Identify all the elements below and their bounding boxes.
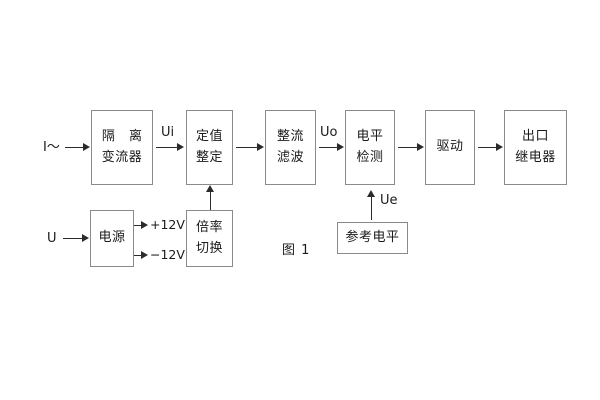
block-setting-adjust: 定值 整定 bbox=[186, 110, 233, 185]
block-ratio-switch-line1: 倍率 bbox=[195, 220, 223, 236]
connector-reference-to-level-detect bbox=[371, 196, 372, 220]
connector-power-supply-minus12v bbox=[134, 255, 146, 256]
figure-caption: 图 1 bbox=[282, 243, 311, 258]
arrowhead-input-to-isolation bbox=[83, 142, 90, 151]
block-reference-level-line1: 参考电平 bbox=[345, 229, 400, 245]
connector-ratio-switch-to-setting bbox=[210, 190, 211, 210]
connector-voltage-to-power-supply bbox=[63, 238, 83, 239]
arrowhead-voltage-to-power-supply bbox=[82, 233, 89, 242]
block-setting-adjust-line1: 定值 bbox=[195, 129, 223, 145]
connector-rectify-to-level-detect bbox=[319, 147, 337, 148]
block-isolation-transformer-line2: 变流器 bbox=[101, 149, 143, 165]
block-level-detect-line2: 检测 bbox=[356, 149, 384, 165]
label-ue: Ue bbox=[380, 193, 398, 208]
block-output-relay: 出口 继电器 bbox=[504, 110, 567, 185]
arrowhead-rectify-to-level-detect bbox=[337, 142, 344, 151]
label-plus-12v: +12V bbox=[150, 217, 185, 232]
arrowhead-isolation-to-setting bbox=[177, 142, 184, 151]
block-rectify-filter-line1: 整流 bbox=[276, 129, 304, 145]
block-isolation-transformer-line1: 隔 离 bbox=[101, 129, 148, 145]
block-reference-level: 参考电平 bbox=[337, 222, 408, 254]
block-setting-adjust-line2: 整定 bbox=[195, 149, 223, 165]
arrowhead-reference-to-level-detect bbox=[366, 190, 375, 197]
block-rectify-filter: 整流 滤波 bbox=[265, 110, 316, 185]
arrowhead-power-supply-minus12v bbox=[141, 250, 148, 259]
block-driver: 驱动 bbox=[425, 110, 475, 185]
arrowhead-setting-to-rectify bbox=[257, 142, 264, 151]
arrowhead-ratio-switch-to-setting bbox=[205, 185, 214, 192]
arrowhead-power-supply-plus12v bbox=[141, 220, 148, 229]
label-uo: Uo bbox=[320, 125, 338, 140]
arrowhead-driver-to-output-relay bbox=[496, 142, 503, 151]
block-ratio-switch: 倍率 切换 bbox=[186, 210, 233, 267]
block-ratio-switch-line2: 切换 bbox=[195, 240, 223, 256]
arrowhead-level-detect-to-driver bbox=[417, 142, 424, 151]
connector-power-supply-plus12v bbox=[134, 225, 146, 226]
block-power-supply-line1: 电源 bbox=[98, 230, 126, 246]
connector-driver-to-output-relay bbox=[478, 147, 496, 148]
block-level-detect: 电平 检测 bbox=[345, 110, 395, 185]
block-driver-line1: 驱动 bbox=[436, 139, 464, 155]
block-isolation-transformer: 隔 离 变流器 bbox=[91, 110, 153, 185]
block-power-supply: 电源 bbox=[90, 210, 134, 267]
label-input-current: I～ bbox=[43, 140, 60, 155]
connector-level-detect-to-driver bbox=[398, 147, 417, 148]
block-output-relay-line1: 出口 bbox=[521, 129, 549, 145]
label-input-voltage: U bbox=[47, 231, 57, 246]
block-rectify-filter-line2: 滤波 bbox=[276, 149, 304, 165]
connector-setting-to-rectify bbox=[236, 147, 257, 148]
label-minus-12v: −12V bbox=[150, 247, 185, 262]
label-ui: Ui bbox=[161, 125, 175, 140]
connector-input-to-isolation bbox=[65, 147, 84, 148]
block-level-detect-line1: 电平 bbox=[356, 129, 384, 145]
connector-isolation-to-setting bbox=[156, 147, 177, 148]
block-output-relay-line2: 继电器 bbox=[515, 149, 556, 165]
